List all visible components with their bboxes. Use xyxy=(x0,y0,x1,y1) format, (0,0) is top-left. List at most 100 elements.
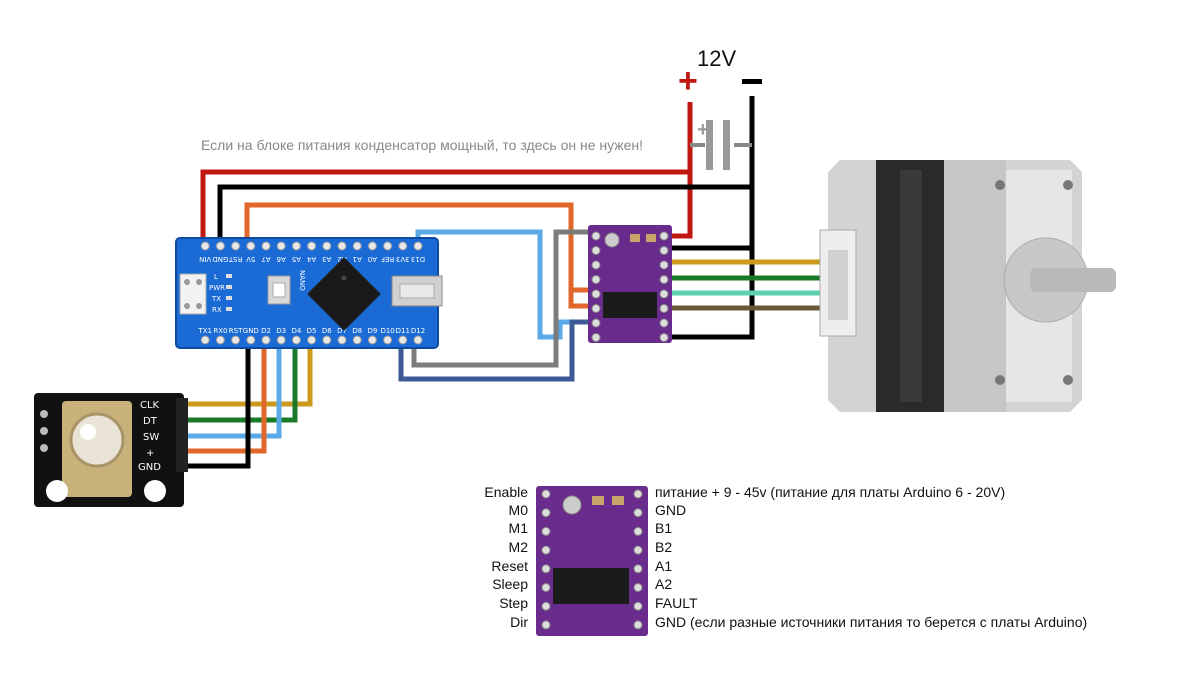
nano-top-pin-label: A2 xyxy=(337,255,346,263)
nano-top-pin xyxy=(215,241,225,251)
reset-button-icon xyxy=(267,275,291,305)
nano-bottom-pin xyxy=(322,335,332,345)
encoder-pin-gnd: GND xyxy=(138,462,161,473)
encoder-pin-sw: SW xyxy=(143,432,159,443)
wire-red-vin xyxy=(200,102,693,252)
nano-top-pin-label: D13 xyxy=(411,255,425,263)
svg-text:+: + xyxy=(697,119,709,141)
nano-top-pin xyxy=(200,241,210,251)
nano-top-pin-label: REF xyxy=(381,255,394,263)
legend-right-pin xyxy=(633,489,643,499)
pin-label-a1: A1 xyxy=(655,558,672,574)
nano-top-pin-label: A1 xyxy=(353,255,362,263)
nano-top-pin-label: GND xyxy=(212,255,228,263)
nano-bottom-pin-label: D4 xyxy=(291,327,301,335)
pin-label-vmot: питание + 9 - 45v (питание для платы Ard… xyxy=(655,484,1005,500)
driver-chip-icon xyxy=(603,292,657,318)
driver-right-pin xyxy=(659,318,669,328)
nano-top-pin-label: VIN xyxy=(199,255,211,263)
nano-bottom-pin xyxy=(276,335,286,345)
wire-black-gnd-enc xyxy=(186,341,251,469)
driver-right-pin xyxy=(659,246,669,255)
legend-left-pin xyxy=(541,545,551,555)
nano-bottom-pin xyxy=(398,335,408,345)
capacitor-icon: + xyxy=(697,119,730,170)
nano-top-pin xyxy=(413,241,423,251)
legend-potentiometer-icon xyxy=(562,495,582,515)
nano-top-pin-label: 3V3 xyxy=(396,255,410,263)
nano-top-pin-label: A6 xyxy=(276,255,286,263)
nano-bottom-pin-label: RST xyxy=(229,327,243,335)
nano-top-pin xyxy=(231,241,241,251)
nano-bottom-pin-label: D5 xyxy=(307,327,317,335)
nano-bottom-pin xyxy=(246,335,256,345)
legend-right-pin xyxy=(633,620,643,630)
driver-left-pin xyxy=(591,275,601,284)
nano-top-pin-label: A0 xyxy=(368,255,377,263)
pin-label-gnd-logic: GND (если разные источники питания то бе… xyxy=(655,614,1087,630)
mini-usb-port-icon xyxy=(391,275,443,307)
nano-bottom-pin xyxy=(413,335,423,345)
pin-label-reset: Reset xyxy=(491,558,528,574)
pin-label-sleep: Sleep xyxy=(492,576,528,592)
nano-bottom-pin-label: D12 xyxy=(411,327,425,335)
wire-gold-clk xyxy=(186,341,313,407)
rotary-encoder-module: CLK DT SW + GND xyxy=(34,393,188,507)
driver-left-pin xyxy=(591,333,601,342)
nano-bottom-pin-label: GND xyxy=(243,327,259,335)
encoder-pin-plus: + xyxy=(146,448,154,459)
power-supply: 12V + − xyxy=(678,46,762,100)
pin-label-gnd-mot: GND xyxy=(655,502,686,518)
nano-top-pin-label: A3 xyxy=(322,255,331,263)
nano-bottom-pin xyxy=(261,335,271,345)
driver-right-pin xyxy=(659,231,669,241)
nano-bottom-pin-label: D8 xyxy=(352,327,362,335)
driver-left-pin xyxy=(591,246,601,255)
driver-left-pin xyxy=(591,289,601,299)
motor-shaft-icon xyxy=(1030,268,1116,292)
encoder-pin-dt: DT xyxy=(143,416,158,427)
nano-top-pin xyxy=(307,241,317,251)
nano-top-pin xyxy=(383,241,393,251)
led-label-pwr: PWR xyxy=(209,284,225,292)
wire-black-driver-gnd xyxy=(668,187,755,251)
atmega-chip-icon xyxy=(307,257,381,331)
driver-right-pin xyxy=(659,260,669,270)
pin-label-a2: A2 xyxy=(655,576,672,592)
nano-bottom-pin xyxy=(231,335,241,345)
wire-navy-d11 xyxy=(398,319,600,382)
legend-left-pin xyxy=(541,601,551,611)
minus-terminal-icon xyxy=(742,79,762,84)
stepper-driver-board xyxy=(588,225,672,343)
stepper-motor xyxy=(819,160,1116,412)
mounting-hole-right-icon xyxy=(144,480,166,502)
nano-bottom-pin-label: D9 xyxy=(367,327,377,335)
wires xyxy=(186,96,830,469)
legend-left-pin xyxy=(541,583,551,592)
nano-bottom-pin-label: D6 xyxy=(322,327,332,335)
led-label-tx: TX xyxy=(211,295,221,303)
legend-right-pin xyxy=(633,545,643,555)
wire-blue-d13 xyxy=(415,229,600,340)
pin-label-m1: M1 xyxy=(509,520,529,536)
nano-bottom-pin xyxy=(337,335,347,345)
voltage-label: 12V xyxy=(697,46,736,71)
nano-top-pin-label: RST xyxy=(228,255,242,263)
capacitor-note: Если на блоке питания конденсатор мощный… xyxy=(201,137,643,153)
legend-left-pin xyxy=(541,508,551,518)
driver-right-pin xyxy=(659,333,669,342)
wire-green-dt xyxy=(186,341,298,423)
nano-top-pin xyxy=(367,241,377,251)
nano-bottom-pin-label: TX1 xyxy=(197,327,212,335)
legend-left-pin xyxy=(541,489,551,499)
wire-orange-5v xyxy=(244,202,600,309)
nano-top-pin-label: A4 xyxy=(306,255,316,263)
legend-driver-chip-icon xyxy=(553,568,629,604)
nano-top-pin xyxy=(291,241,301,251)
nano-bottom-pin xyxy=(200,335,210,345)
pin-label-step: Step xyxy=(499,595,528,611)
driver-right-pin xyxy=(659,275,669,284)
driver-pinout-legend: Enable M0 M1 M2 Reset Sleep Step Dir пит… xyxy=(484,484,1087,636)
pin-label-m2: M2 xyxy=(509,539,529,555)
